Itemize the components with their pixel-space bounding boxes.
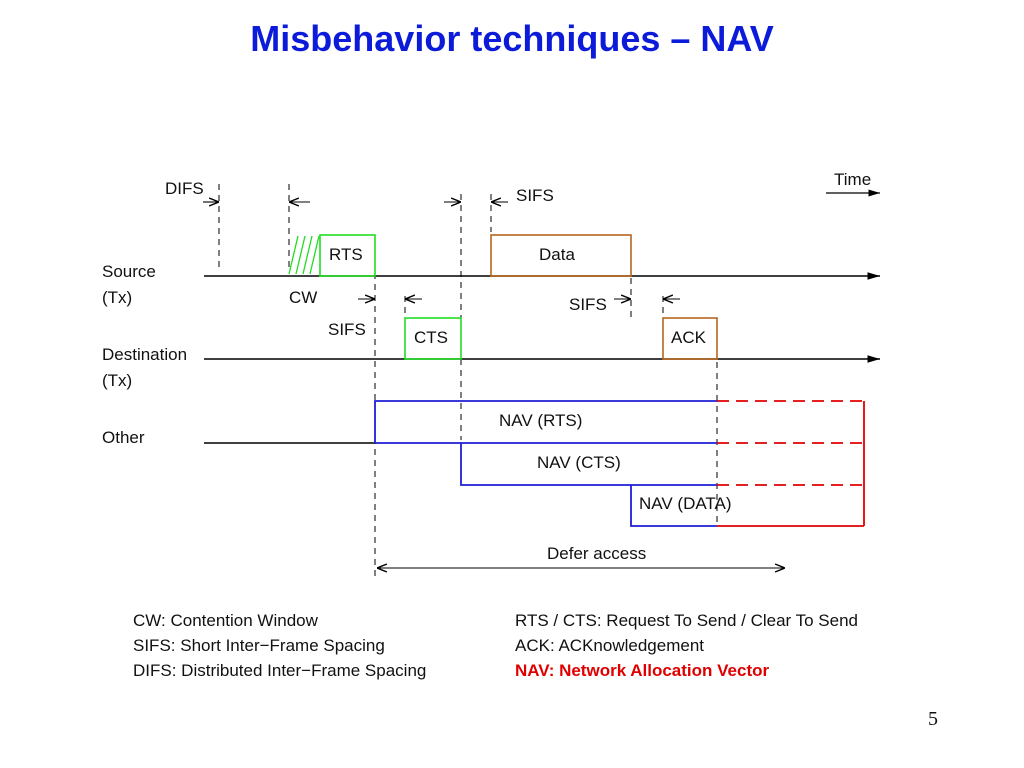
nav-data-label: NAV (DATA) [639,494,732,513]
nav-rts-block [374,400,717,444]
legend-nav: NAV: Network Allocation Vector [515,661,770,680]
legend-rts-cts: RTS / CTS: Request To Send / Clear To Se… [515,611,859,630]
rts-frame-label: RTS [329,245,363,264]
ack-frame-label: ACK [671,328,706,347]
cts-frame-label: CTS [414,328,448,347]
legend-sifs: SIFS: Short Inter−Frame Spacing [133,636,385,655]
destination-tx-label: (Tx) [102,371,133,390]
difs-label: DIFS [165,179,204,198]
cw-hatch [309,235,320,275]
data-frame-label: Data [539,245,575,264]
cw-hatch [302,235,313,275]
sifs-rts-cts-label: SIFS [328,320,366,339]
nav-data-block [630,485,717,527]
source-label: Source [102,262,156,281]
sifs-top-label: SIFS [516,186,554,205]
legend-difs: DIFS: Distributed Inter−Frame Spacing [133,661,427,680]
nav-rts-label: NAV (RTS) [499,411,583,430]
legend-cw: CW: Contention Window [133,611,318,630]
other-label: Other [102,428,145,447]
defer-access-label: Defer access [547,544,647,563]
legend-ack: ACK: ACKnowledgement [515,636,704,655]
cw-hatch [295,235,306,275]
sifs-data-ack-label: SIFS [569,295,607,314]
page-number: 5 [928,708,938,730]
cts-frame [404,317,462,360]
ack-frame [662,317,718,360]
cw-label: CW [289,288,318,307]
time-label: Time [834,170,872,189]
rts-frame [319,234,376,277]
nav-cts-label: NAV (CTS) [537,453,621,472]
source-tx-label: (Tx) [102,288,133,307]
destination-label: Destination [102,345,188,364]
data-frame [490,234,632,277]
slide-title: Misbehavior techniques – NAV [250,18,774,59]
cw-hatch [288,235,299,275]
